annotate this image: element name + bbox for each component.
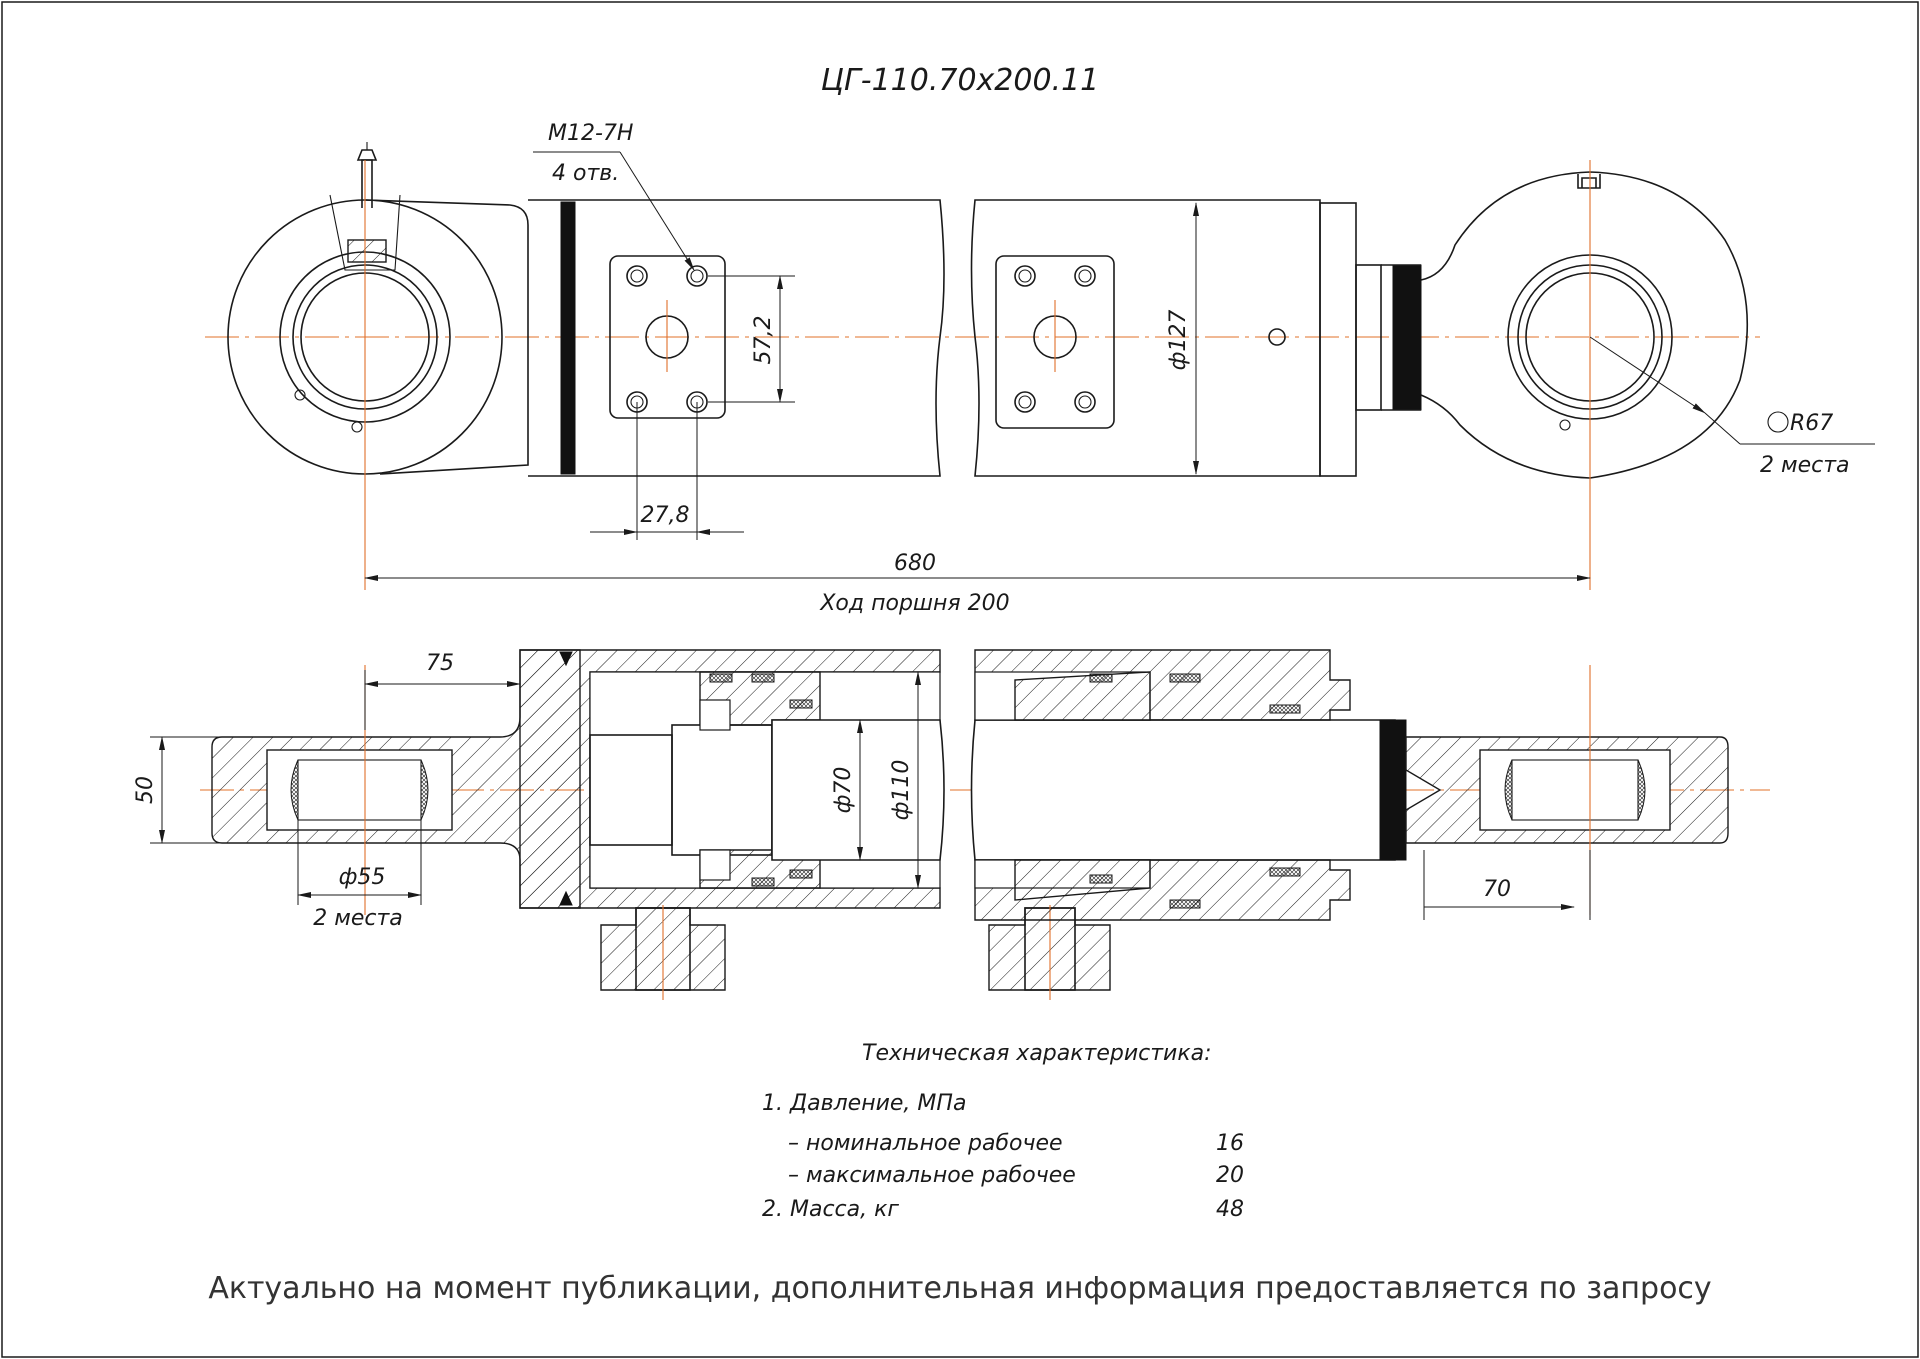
spec-value: 16: [1216, 1131, 1244, 1156]
spec-label: – номинальное рабочее: [788, 1131, 1063, 1156]
eye-offset-dim: 75: [426, 651, 454, 676]
pin-places: 2 места: [313, 906, 403, 931]
section-dimensions: 75 50 ф55 2 места ф70 ф110 70: [133, 651, 1591, 931]
rod-eye-offset-dim: 70: [1483, 877, 1511, 902]
port-horizontal-dim: 27,8: [641, 503, 690, 528]
spec-value: 20: [1216, 1163, 1244, 1188]
spec-label: 2. Масса, кг: [762, 1197, 899, 1222]
spec-label: – максимальное рабочее: [788, 1163, 1076, 1188]
tube-left: [528, 199, 945, 477]
footer-note: Актуально на момент публикации, дополнит…: [208, 1271, 1711, 1306]
stroke-label: Ход поршня 200: [819, 591, 1009, 616]
left-eye-mount: [227, 142, 529, 590]
tube-diameter-dim: ф127: [1166, 310, 1191, 371]
spec-label: 1. Давление, МПа: [762, 1091, 966, 1116]
pin-diameter-dim: ф55: [339, 865, 386, 890]
port-vertical-dim: 57,2: [751, 316, 776, 365]
right-eye-mount: [1420, 160, 1749, 590]
bore-diameter-dim: ф110: [889, 760, 914, 821]
top-dimensions: М12-7Н 4 отв. 57,2 27,8 ф127 R67 2 места: [364, 121, 1875, 616]
radius-dim: R67: [1790, 411, 1833, 436]
thread-count: 4 отв.: [552, 161, 619, 186]
specs-heading: Техническая характеристика:: [862, 1041, 1212, 1066]
radius-places: 2 места: [1760, 453, 1850, 478]
total-length-dim: 680: [894, 551, 936, 576]
rod-diameter-dim: ф70: [831, 767, 856, 814]
tube-right: [970, 199, 1422, 477]
spec-value: 48: [1216, 1197, 1244, 1222]
drawing-title: ЦГ-110.70х200.11: [821, 63, 1100, 98]
thread-label: М12-7Н: [548, 121, 633, 146]
eye-width-dim: 50: [133, 776, 158, 804]
technical-specs: Техническая характеристика: 1. Давление,…: [762, 1041, 1244, 1222]
section-view: 75 50 ф55 2 места ф70 ф110 70: [133, 649, 1770, 1000]
top-view: М12-7Н 4 отв. 57,2 27,8 ф127 R67 2 места: [205, 121, 1875, 616]
